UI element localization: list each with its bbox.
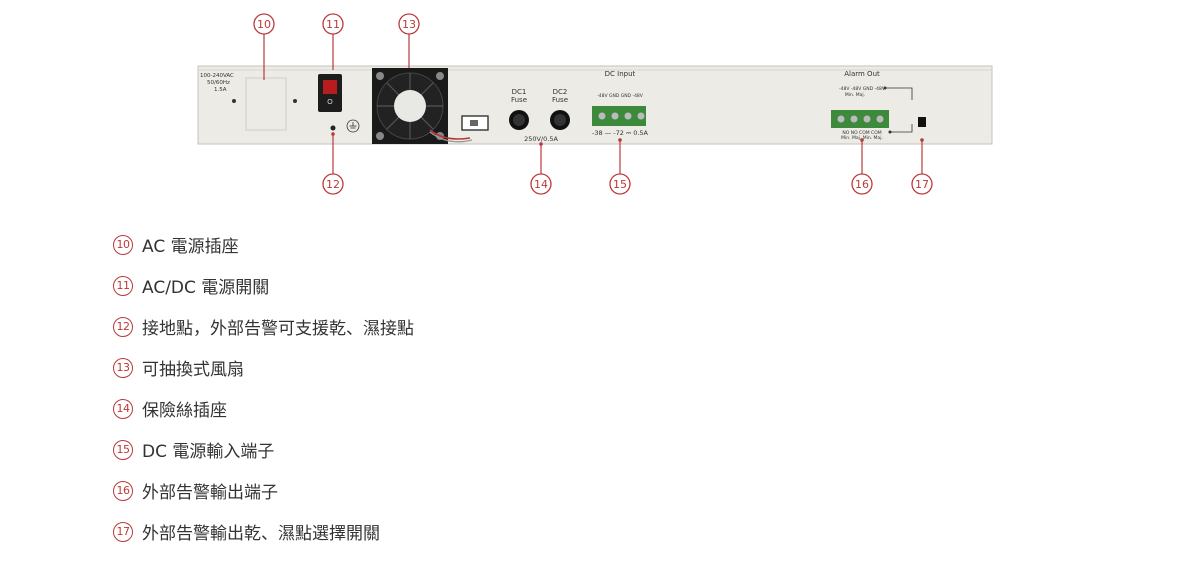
dc2-label: DC2 [553,88,568,96]
legend-item-13: 13 可抽換式風扇 [113,347,414,388]
callout-15: 15 [609,173,631,195]
legend-badge: 12 [113,316,133,337]
ac-spec-line3: 1.5A [214,87,227,93]
svg-text:10: 10 [257,18,271,31]
dc1-fuse-label: Fuse [511,96,527,104]
dc2-fuse-label: Fuse [552,96,568,104]
svg-text:12: 12 [326,178,340,191]
dc-input-labels: -48V GND GND -48V [597,93,644,99]
legend-label: AC 電源插座 [142,237,239,257]
legend-label: 外部告警輸出端子 [142,483,278,503]
legend-item-12: 12 接地點，外部告警可支援乾、濕接點 [113,306,414,347]
dc-input-title: DC Input [605,70,636,78]
callout-17: 17 [911,173,933,195]
dc-input-spec: -38 — -72 ⎓ 0.5A [592,129,649,137]
ground-icon [346,119,360,133]
legend-badge: 10 [113,234,133,255]
callout-12: 12 [322,173,344,195]
callout-14: 14 [530,173,552,195]
legend-badge: 14 [113,398,133,419]
legend-label: 接地點，外部告警可支援乾、濕接點 [142,319,414,339]
ac-spec-line1: 100-240VAC [200,73,234,79]
callout-11: 11 [322,13,344,35]
alarm-title: Alarm Out [844,70,880,78]
alarm-bottom-labels: NO NO COM COM [842,130,881,136]
dry-wet-switch[interactable] [918,117,926,127]
legend-item-17: 17 外部告警輸出乾、濕點選擇開關 [113,511,414,552]
legend-label: 外部告警輸出乾、濕點選擇開關 [142,524,380,544]
legend-item-10: 10 AC 電源插座 [113,224,414,265]
callout-10: 10 [253,13,275,35]
legend-label: DC 電源輸入端子 [142,442,275,462]
svg-text:13: 13 [402,18,416,31]
legend-label: AC/DC 電源開關 [142,278,270,298]
legend-badge: 13 [113,357,133,378]
svg-text:17: 17 [915,178,929,191]
alarm-top-labels-2: Min. Maj. [845,92,865,98]
ac-socket: 100-240VAC 50/60Hz 1.5A [200,73,297,131]
dc-input-terminal[interactable] [592,106,646,126]
legend-badge: 15 [113,439,133,460]
callout-13: 13 [398,13,420,35]
svg-text:16: 16 [855,178,869,191]
fan-module[interactable] [372,68,448,144]
legend-badge: 16 [113,480,133,501]
legend-item-16: 16 外部告警輸出端子 [113,470,414,511]
rear-panel-diagram: 100-240VAC 50/60Hz 1.5A O DC1 Fuse DC2 [197,13,993,195]
fuse-rating: 250V/0.5A [524,135,558,143]
svg-text:15: 15 [613,178,627,191]
alarm-top-labels: -48V -48V GND -48V [839,86,886,92]
legend-item-15: 15 DC 電源輸入端子 [113,429,414,470]
legend-label: 保險絲插座 [142,401,227,421]
ac-spec-line2: 50/60Hz [207,80,230,86]
callout-16: 16 [851,173,873,195]
ground-point [330,125,336,131]
power-switch[interactable]: O [318,74,342,112]
svg-text:14: 14 [534,178,548,191]
legend-label: 可抽換式風扇 [142,360,244,380]
svg-text:11: 11 [326,18,340,31]
legend-list: 10 AC 電源插座 11 AC/DC 電源開關 12 接地點，外部告警可支援乾、濕接… [113,224,414,552]
legend-item-11: 11 AC/DC 電源開關 [113,265,414,306]
alarm-bottom-labels-2: Min. Maj. Min. Maj. [841,135,883,141]
legend-badge: 11 [113,275,133,296]
legend-badge: 17 [113,521,133,542]
alarm-out-terminal[interactable] [831,110,889,128]
legend-item-14: 14 保險絲插座 [113,388,414,429]
svg-text:O: O [327,99,333,106]
dc1-label: DC1 [512,88,527,96]
